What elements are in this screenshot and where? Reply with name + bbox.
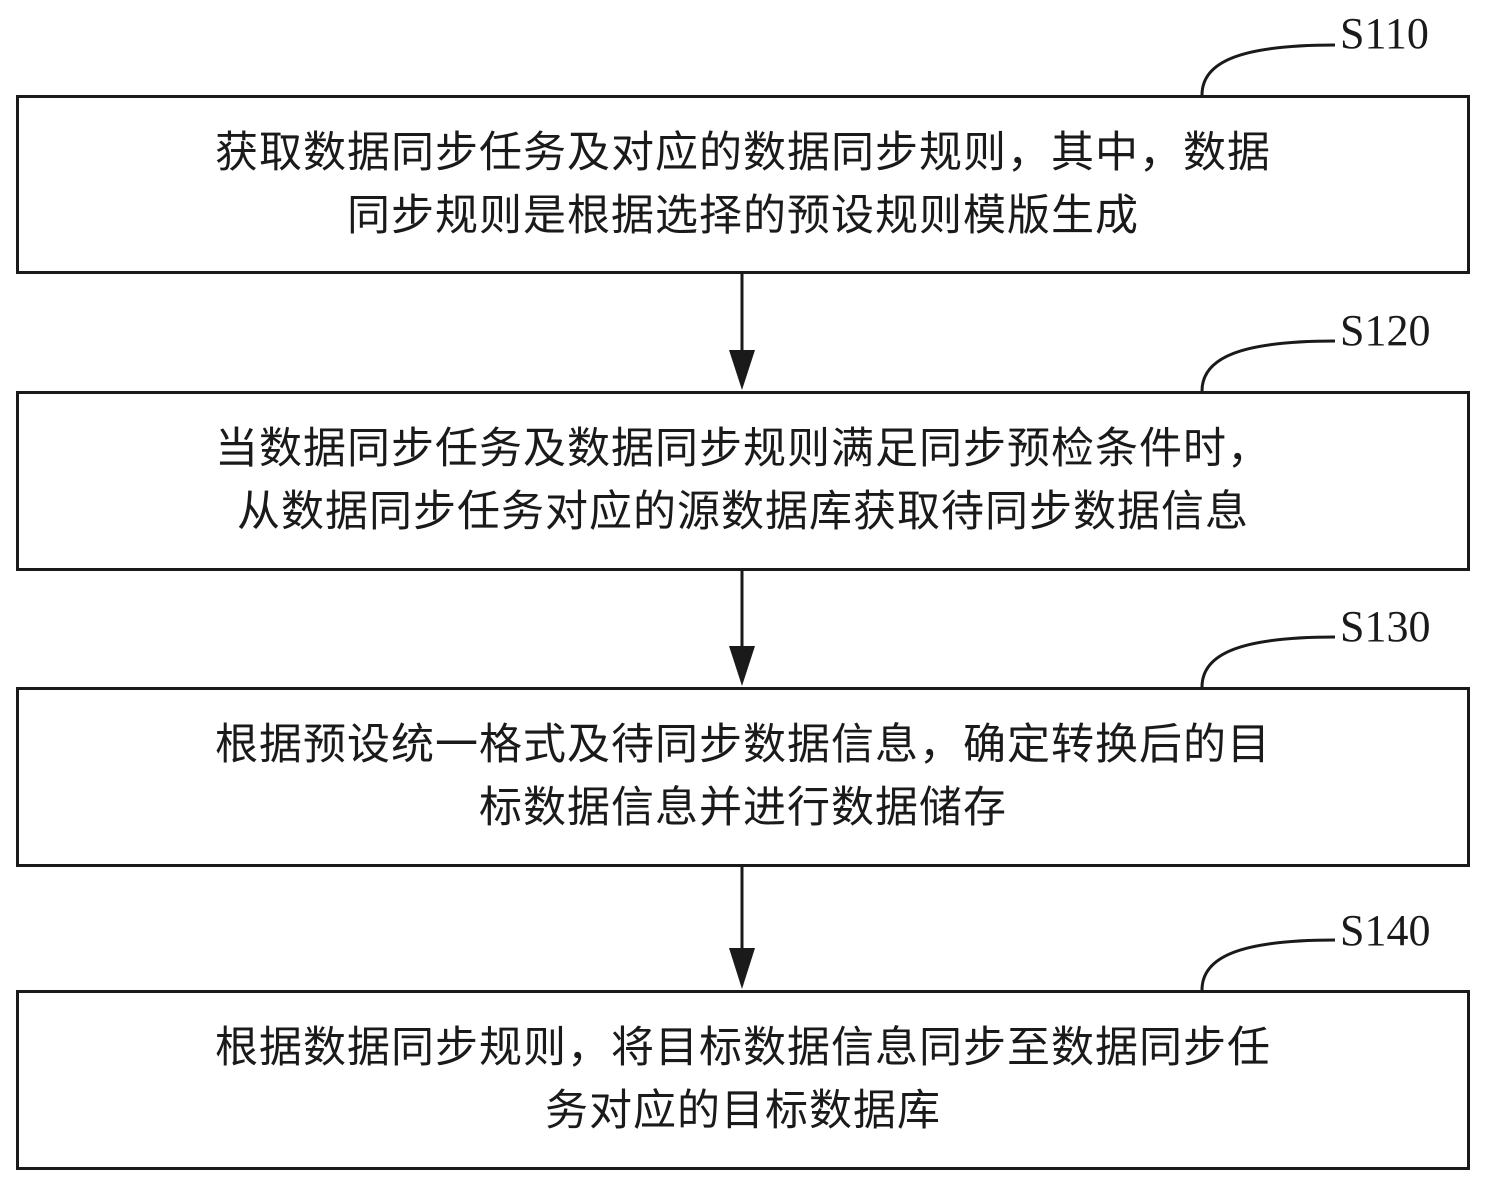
- step-box-s120: 当数据同步任务及数据同步规则满足同步预检条件时， 从数据同步任务对应的源数据库获…: [16, 391, 1470, 571]
- flow-arrow: [729, 867, 755, 989]
- step-text: 根据数据同步规则，将目标数据信息同步至数据同步任 务对应的目标数据库: [215, 1017, 1271, 1143]
- step-label-leader: [1200, 339, 1336, 392]
- step-label-leader: [1200, 938, 1336, 991]
- step-text-line: 从数据同步任务对应的源数据库获取待同步数据信息: [237, 487, 1249, 537]
- step-box-s140: 根据数据同步规则，将目标数据信息同步至数据同步任 务对应的目标数据库: [16, 990, 1470, 1170]
- step-label-s140: S140: [1340, 906, 1431, 955]
- step-text: 获取数据同步任务及对应的数据同步规则，其中，数据 同步规则是根据选择的预设规则模…: [215, 122, 1271, 248]
- flow-arrow: [729, 571, 755, 686]
- step-label-s120: S120: [1340, 306, 1431, 355]
- step-label-s130: S130: [1340, 602, 1431, 651]
- step-text: 当数据同步任务及数据同步规则满足同步预检条件时， 从数据同步任务对应的源数据库获…: [215, 418, 1271, 544]
- step-text-line: 标数据信息并进行数据储存: [479, 783, 1007, 833]
- step-text-line: 务对应的目标数据库: [545, 1086, 941, 1136]
- step-text-line: 当数据同步任务及数据同步规则满足同步预检条件时，: [215, 424, 1271, 474]
- step-box-s130: 根据预设统一格式及待同步数据信息，确定转换后的目 标数据信息并进行数据储存: [16, 687, 1470, 867]
- step-text-line: 获取数据同步任务及对应的数据同步规则，其中，数据: [215, 127, 1271, 178]
- step-text-line: 根据预设统一格式及待同步数据信息，确定转换后的目: [215, 720, 1271, 770]
- step-text: 根据预设统一格式及待同步数据信息，确定转换后的目 标数据信息并进行数据储存: [215, 714, 1271, 840]
- flow-arrow: [729, 274, 755, 390]
- step-text-line: 同步规则是根据选择的预设规则模版生成: [347, 190, 1139, 241]
- step-label-s110: S110: [1340, 9, 1429, 58]
- step-box-s110: 获取数据同步任务及对应的数据同步规则，其中，数据 同步规则是根据选择的预设规则模…: [16, 95, 1470, 274]
- step-label-leader: [1200, 635, 1336, 688]
- step-label-leader: [1200, 43, 1336, 96]
- step-text-line: 根据数据同步规则，将目标数据信息同步至数据同步任: [215, 1023, 1271, 1073]
